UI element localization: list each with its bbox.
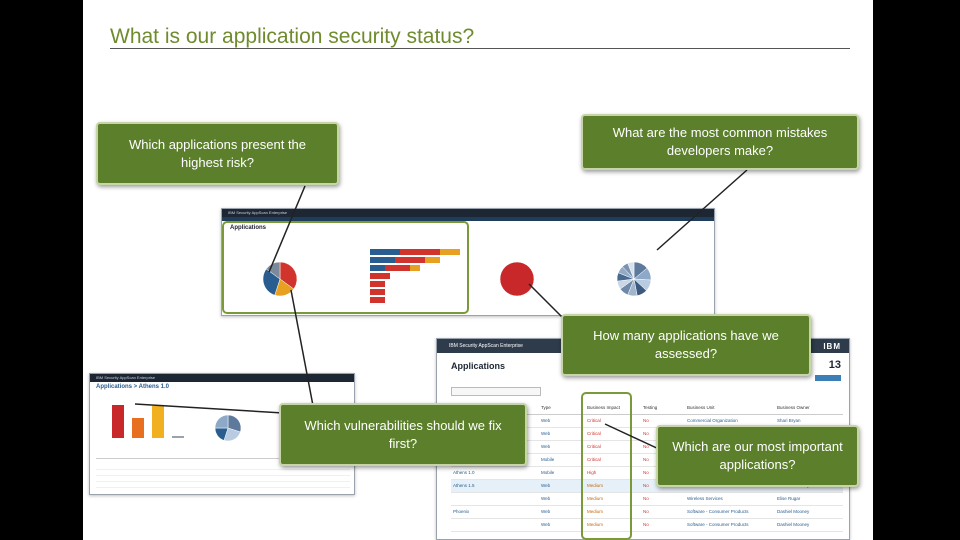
- slide-title: What is our application security status?: [110, 25, 475, 48]
- callout-common-mistakes: What are the most common mistakes develo…: [581, 114, 859, 170]
- row-impact: Medium: [585, 505, 641, 519]
- highlight-business-impact: [581, 392, 632, 540]
- issue-types-pie-chart: [616, 261, 652, 297]
- bar: [172, 436, 184, 438]
- dashboard-title: Applications: [230, 225, 267, 231]
- bar: [440, 249, 460, 255]
- bar: [385, 265, 410, 271]
- bar: [410, 265, 420, 271]
- row-owner: Elise Rugar: [775, 492, 843, 506]
- row-type: Web: [539, 427, 585, 441]
- application-count: 13: [828, 359, 841, 371]
- row-type: Web: [539, 492, 585, 506]
- row-name[interactable]: [451, 518, 539, 532]
- callout-highest-risk: Which applications present the highest r…: [96, 122, 339, 185]
- row-impact: High: [585, 466, 641, 480]
- dashboard-topbar: IBM Security AppScan Enterprise: [222, 209, 714, 217]
- column-header-testing[interactable]: Testing: [641, 402, 685, 415]
- bar: [370, 265, 385, 271]
- severity-bar-chart: [112, 405, 184, 438]
- bar: [370, 281, 385, 287]
- detail-attributes: [96, 464, 350, 490]
- row-type: Mobile: [539, 466, 585, 480]
- callout-important: Which are our most important application…: [656, 425, 859, 487]
- list-title: Applications: [451, 361, 506, 371]
- bar: [370, 273, 390, 279]
- row-type: Web: [539, 505, 585, 519]
- detail-topbar: IBM Security AppScan Enterprise: [90, 374, 354, 382]
- row-unit: Wireless Services: [685, 492, 775, 506]
- slide: What is our application security status?…: [83, 0, 873, 540]
- row-name[interactable]: Athens 1.0: [451, 466, 539, 480]
- row-unit: Software - Consumer Products: [685, 518, 775, 532]
- row-testing: No: [641, 505, 685, 519]
- bar: [400, 249, 440, 255]
- title-divider: [110, 48, 850, 49]
- row-type: Web: [539, 518, 585, 532]
- assessment-pie-chart: [499, 261, 535, 297]
- dashboard-subbar: [222, 217, 714, 221]
- row-name[interactable]: [451, 492, 539, 506]
- search-input[interactable]: [451, 387, 541, 396]
- bar: [370, 257, 395, 263]
- bar: [112, 405, 124, 438]
- pie-slice: [499, 261, 535, 297]
- column-header-type[interactable]: Type: [539, 402, 585, 415]
- bar: [132, 418, 144, 438]
- bar: [395, 257, 425, 263]
- column-header-business-unit[interactable]: Business Unit: [685, 402, 775, 415]
- row-impact: Medium: [585, 492, 641, 506]
- detail-pie-chart: [214, 414, 242, 442]
- row-name[interactable]: Phoenix: [451, 505, 539, 519]
- column-header-business-impact[interactable]: Business Impact: [585, 402, 641, 415]
- callout-vulnerabilities: Which vulnerabilities should we fix firs…: [279, 403, 527, 466]
- bar: [370, 249, 400, 255]
- callout-assessed: How many applications have we assessed?: [561, 314, 811, 376]
- detail-title: Applications > Athens 1.0: [96, 384, 169, 390]
- row-impact: Critical: [585, 453, 641, 467]
- pie-slice: [214, 414, 229, 429]
- row-impact: Medium: [585, 479, 641, 493]
- bar: [370, 289, 385, 295]
- row-testing: No: [641, 492, 685, 506]
- row-type: Web: [539, 414, 585, 428]
- bar: [152, 406, 164, 438]
- row-type: Web: [539, 440, 585, 454]
- column-header-business-owner[interactable]: Business Owner: [775, 402, 843, 415]
- row-owner: Dashiel Mooney: [775, 518, 843, 532]
- row-name[interactable]: Athens 1.5: [451, 479, 539, 493]
- bar: [425, 257, 440, 263]
- row-type: Mobile: [539, 453, 585, 467]
- vulnerability-bar-chart: [370, 249, 460, 303]
- row-type: Web: [539, 479, 585, 493]
- detail-divider: [96, 458, 350, 459]
- pie-slice: [227, 414, 242, 433]
- highlight-risk-charts: [222, 221, 469, 314]
- pie-slice: [627, 261, 635, 280]
- bar: [370, 297, 385, 303]
- row-owner: Dashiel Mooney: [775, 505, 843, 519]
- action-button[interactable]: [815, 375, 841, 381]
- ibm-logo: IBM: [823, 342, 841, 351]
- row-impact: Medium: [585, 518, 641, 532]
- pie-slice: [262, 268, 281, 296]
- detail-charts: [112, 405, 242, 442]
- row-unit: Software - Consumer Products: [685, 505, 775, 519]
- row-testing: No: [641, 518, 685, 532]
